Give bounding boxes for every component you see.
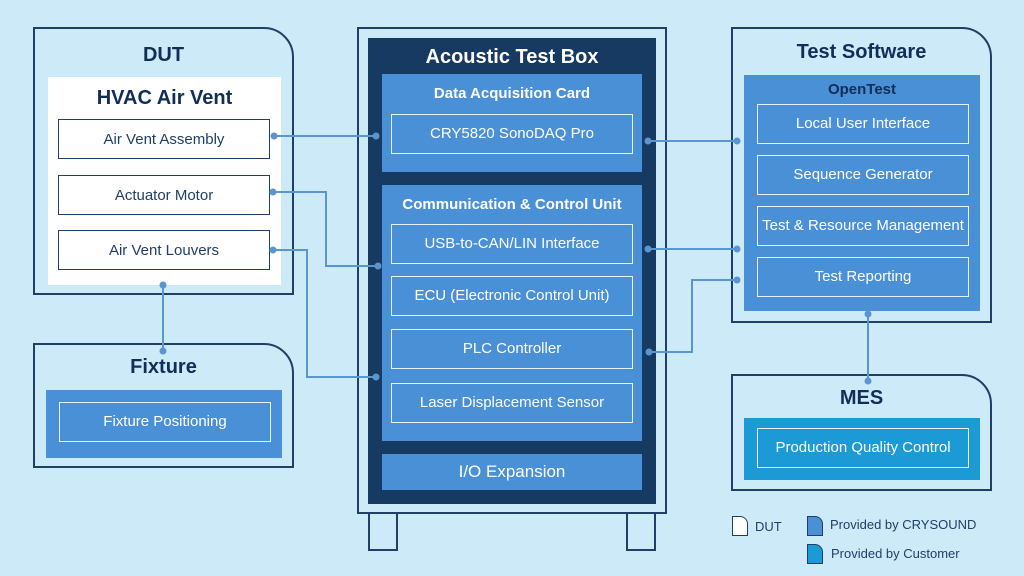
connector-dot [159, 281, 167, 289]
legend-dut-icon [732, 516, 748, 536]
ecu[interactable]: ECU (Electronic Control Unit) [391, 276, 633, 316]
io-expansion-label: I/O Expansion [458, 462, 566, 481]
connector-dot [733, 245, 741, 253]
legend-customer-icon [807, 544, 823, 564]
legend-customer-label: Provided by Customer [831, 546, 960, 561]
connector-dot [269, 188, 277, 196]
mes-group: MES Production Quality Control [731, 374, 992, 491]
hvac-air-vent-panel: HVAC Air Vent Air Vent Assembly Actuator… [48, 77, 281, 285]
test-box: Acoustic Test Box Data Acquisition Card … [368, 38, 656, 504]
opentest-panel: OpenTest Local User Interface Sequence G… [744, 75, 980, 311]
connector-dot [269, 246, 277, 254]
mes-panel: Production Quality Control [744, 418, 980, 480]
actuator-motor[interactable]: Actuator Motor [58, 175, 270, 215]
legend-dut-label: DUT [755, 519, 782, 534]
connector-dot [644, 245, 652, 253]
fixture-title: Fixture [130, 356, 197, 378]
air-vent-assembly[interactable]: Air Vent Assembly [58, 119, 270, 159]
test-reporting[interactable]: Test Reporting [757, 257, 969, 297]
test-box-title: Acoustic Test Box [425, 46, 599, 68]
software-title: Test Software [796, 41, 927, 63]
connector-dot [372, 132, 380, 140]
connector-dot [733, 137, 741, 145]
opentest-title: OpenTest [827, 81, 897, 98]
fixture-group: Fixture Fixture Positioning [33, 343, 294, 468]
connector-dot [159, 347, 167, 355]
wire-plc-software [649, 279, 737, 353]
mes-title: MES [839, 387, 884, 409]
laser-displacement-sensor[interactable]: Laser Displacement Sensor [391, 383, 633, 423]
air-vent-louvers[interactable]: Air Vent Louvers [58, 230, 270, 270]
dut-title: DUT [142, 44, 185, 66]
connector-dot [372, 373, 380, 381]
legend-crysound-label: Provided by CRYSOUND [830, 517, 977, 532]
ccu-title: Communication & Control Unit [402, 196, 622, 213]
connector-dot [270, 132, 278, 140]
io-expansion[interactable]: I/O Expansion [382, 454, 642, 490]
wire-motor-ccu [273, 191, 378, 267]
software-group: Test Software OpenTest Local User Interf… [731, 27, 992, 323]
connector-dot [644, 137, 652, 145]
production-quality-control[interactable]: Production Quality Control [757, 428, 969, 468]
ccu-panel: Communication & Control Unit USB-to-CAN/… [382, 185, 642, 441]
legend-crysound-icon [807, 516, 823, 536]
daq-title: Data Acquisition Card [433, 85, 591, 102]
fixture-panel: Fixture Positioning [46, 390, 282, 458]
test-box-leg-right [626, 513, 656, 551]
usb-to-can-lin-interface[interactable]: USB-to-CAN/LIN Interface [391, 224, 633, 264]
daq-panel: Data Acquisition Card CRY5820 SonoDAQ Pr… [382, 74, 642, 172]
test-resource-management[interactable]: Test & Resource Management [757, 206, 969, 246]
fixture-positioning[interactable]: Fixture Positioning [59, 402, 271, 442]
test-box-leg-left [368, 513, 398, 551]
wire-louvers-ccu [273, 249, 376, 378]
sequence-generator[interactable]: Sequence Generator [757, 155, 969, 195]
connector-dot [864, 310, 872, 318]
connector-dot [733, 276, 741, 284]
connector-dot [864, 377, 872, 385]
hvac-title: HVAC Air Vent [96, 87, 233, 109]
connector-dot [374, 262, 382, 270]
local-user-interface[interactable]: Local User Interface [757, 104, 969, 144]
dut-group: DUT HVAC Air Vent Air Vent Assembly Actu… [33, 27, 294, 295]
plc-controller[interactable]: PLC Controller [391, 329, 633, 369]
connector-dot [645, 348, 653, 356]
cry5820-sonodaq-pro[interactable]: CRY5820 SonoDAQ Pro [391, 114, 633, 154]
